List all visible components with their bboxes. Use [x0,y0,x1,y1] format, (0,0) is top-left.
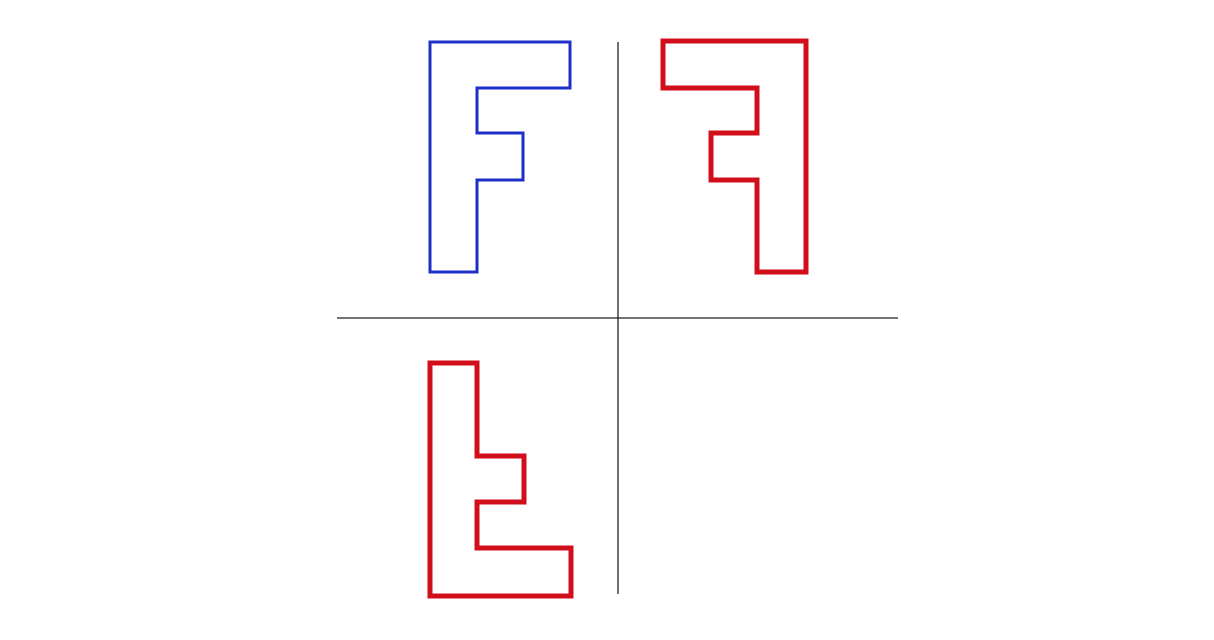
reflected-f-vertical-axis [660,38,809,275]
original-f-shape [428,40,572,274]
reflected-f-horizontal-axis [427,360,574,599]
